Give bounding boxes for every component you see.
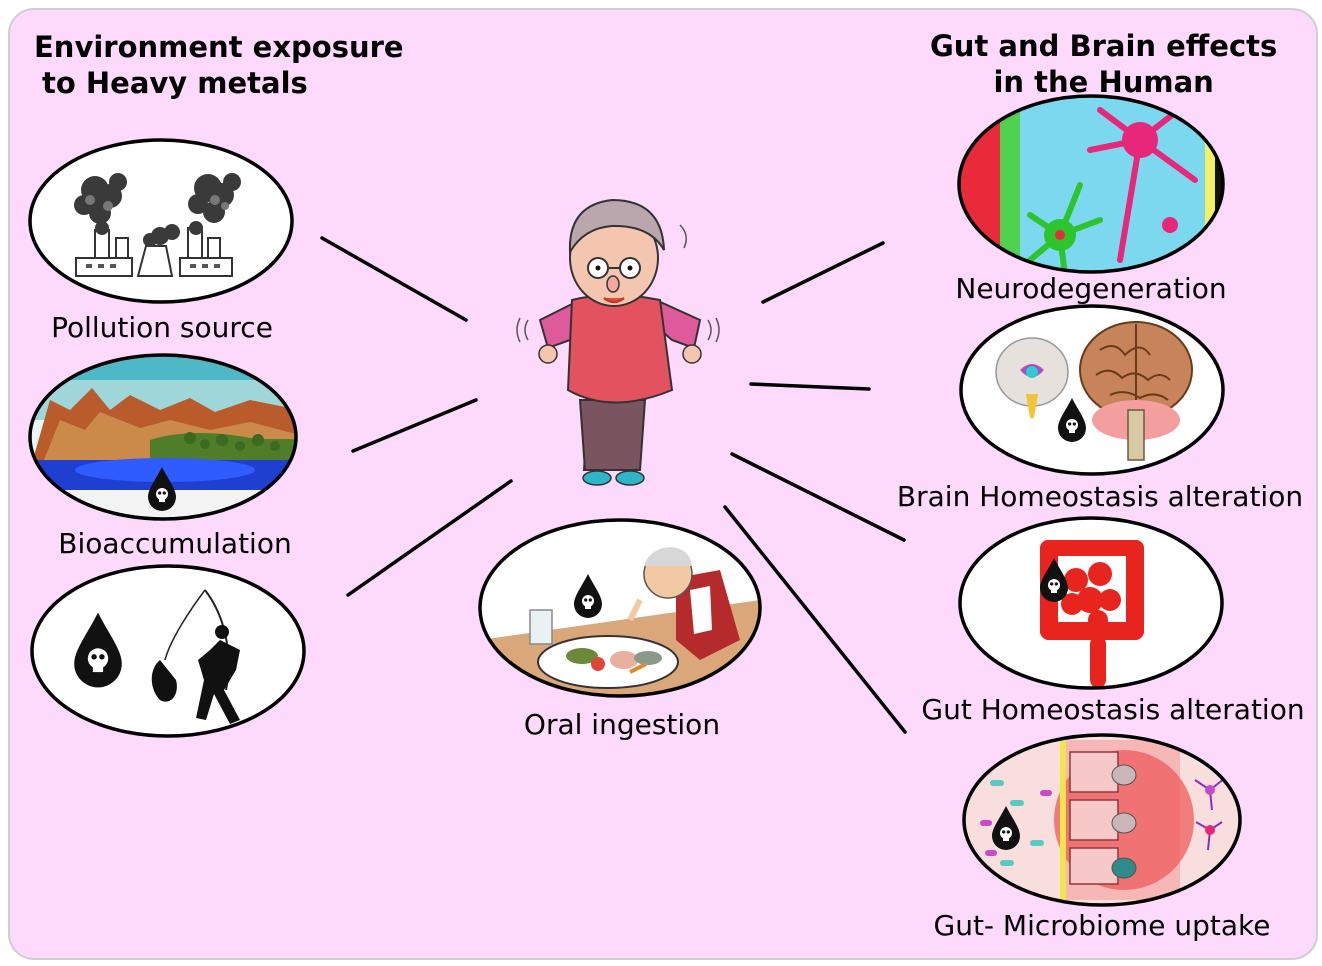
left-heading: Environment exposure to Heavy metals	[34, 29, 404, 101]
brain-icon	[961, 306, 1223, 474]
mountain-lake-icon	[25, 355, 305, 530]
pollution-source-icon	[30, 140, 292, 302]
label-gut-microbiome: Gut- Microbiome uptake	[920, 910, 1284, 942]
right-heading-line2: in the Human	[930, 64, 1277, 100]
connector-bioaccumulation	[353, 400, 476, 451]
label-gut-homeostasis: Gut Homeostasis alteration	[908, 694, 1318, 726]
eating-person-icon	[480, 520, 760, 700]
label-oral-ingestion: Oral ingestion	[512, 709, 732, 741]
right-heading: Gut and Brain effects in the Human	[930, 28, 1277, 100]
left-heading-line1: Environment exposure	[34, 29, 404, 65]
connector-pollution	[322, 238, 466, 320]
epithelium-cells-icon	[964, 735, 1240, 905]
left-heading-line2: to Heavy metals	[34, 65, 404, 101]
fisherman-icon	[32, 566, 304, 736]
connector-neuro	[763, 243, 883, 302]
label-neurodegeneration: Neurodegeneration	[944, 273, 1238, 305]
intestine-icon	[960, 518, 1222, 688]
connector-brain	[751, 384, 869, 389]
elderly-person-icon	[517, 200, 719, 485]
right-heading-line1: Gut and Brain effects	[930, 28, 1277, 64]
connector-gut	[732, 454, 904, 540]
label-bioaccumulation: Bioaccumulation	[48, 528, 302, 560]
label-brain-homeostasis: Brain Homeostasis alteration	[884, 481, 1316, 513]
neuron-icon	[955, 90, 1230, 280]
label-pollution-source: Pollution source	[42, 312, 282, 344]
